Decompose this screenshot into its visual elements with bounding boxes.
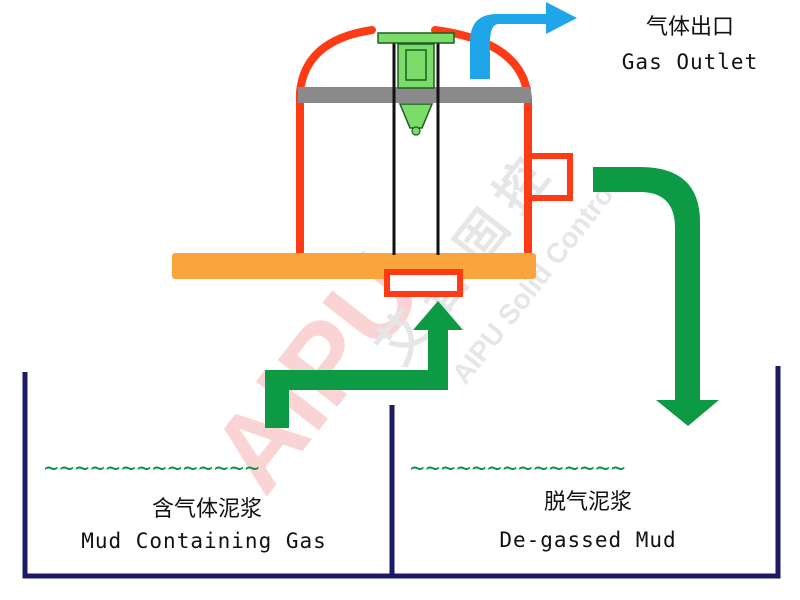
inlet-tank-label-en: Mud Containing Gas [81,529,327,553]
gas-outlet-label-en: Gas Outlet [622,50,758,74]
degasser-vessel [172,26,573,297]
motor-inner [405,49,427,81]
gray-plate [298,87,531,103]
base-plate [172,253,536,279]
outlet-tank-label-en: De-gassed Mud [499,528,676,552]
outlet-tank-label-cn: 脱气泥浆 [544,490,632,515]
bottom-inlet-port [384,269,463,297]
outlet-mud-surface: ~~~~~~~~~~~~~~ [410,454,626,482]
inlet-tank: ~~~~~~~~~~~~~~ 含气体泥浆 Mud Containing Gas [22,372,395,579]
internal-assembly [377,32,455,255]
side-outlet-port [525,153,573,201]
gas-outlet-arrow [470,2,577,79]
lower-bearing [398,103,434,129]
inlet-mud-surface: ~~~~~~~~~~~~~~ [44,454,260,482]
outlet-tank-wall [392,366,781,579]
top-flange [377,32,455,44]
degassed-mud-arrow [593,167,719,426]
inlet-tank-label-cn: 含气体泥浆 [152,497,262,522]
inlet-tank-wall [22,372,395,579]
outlet-tank: ~~~~~~~~~~~~~~ 脱气泥浆 De-gassed Mud [392,366,781,579]
gas-outlet-label-cn: 气体出口 [646,15,734,40]
mud-inlet-arrow [265,301,463,428]
small-fitting [411,126,421,136]
